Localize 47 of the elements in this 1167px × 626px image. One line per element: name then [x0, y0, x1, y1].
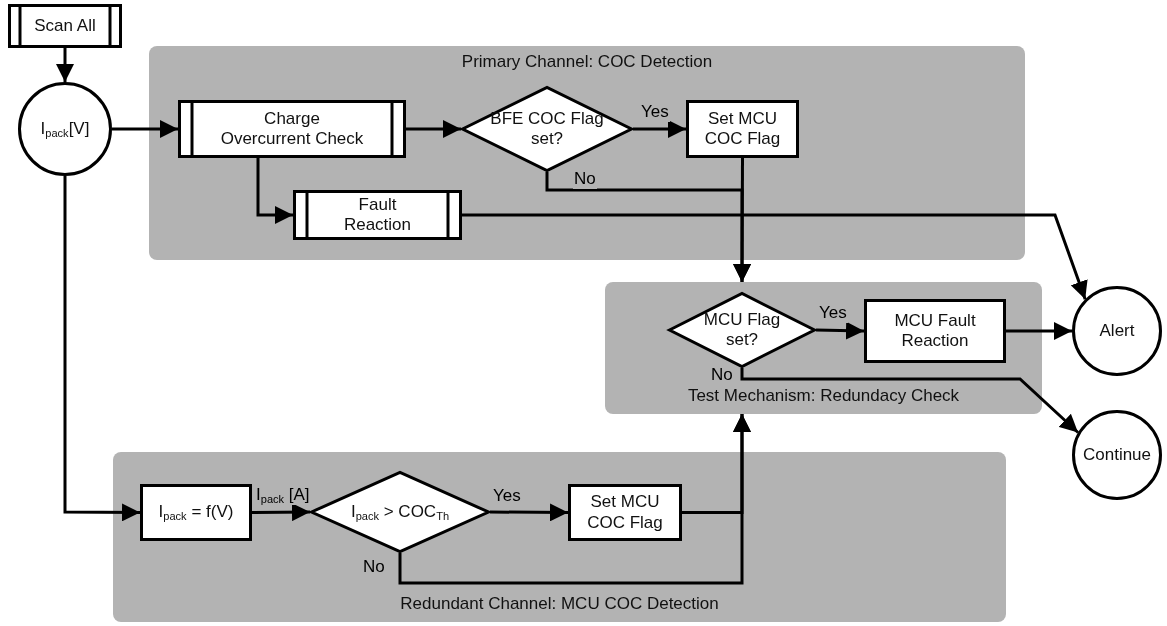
arrow: [256, 158, 293, 224]
node-label: Continue: [1082, 444, 1152, 466]
edge-label: Yes: [818, 304, 848, 323]
group-title: Test Mechanism: Redundacy Check: [686, 385, 961, 406]
group-panel: [149, 46, 1025, 260]
arrow: [490, 503, 568, 522]
node-label: I$_{pack}$ = f(V): [158, 502, 234, 523]
subprocess-box: [178, 100, 406, 158]
group-panel: [113, 452, 1006, 622]
arrow: [112, 120, 178, 138]
edge-label: No: [573, 170, 597, 189]
process-box: [140, 484, 252, 541]
node-label: Set MCU COC Flag: [586, 492, 664, 533]
arrow: [740, 368, 1080, 434]
node-label: Alert: [1099, 320, 1135, 342]
arrow: [1006, 322, 1072, 340]
process-box: [568, 484, 682, 541]
node-label: I$_{pack}$ > COC$_{Th}$: [350, 501, 450, 523]
arrow: [815, 321, 865, 340]
group-title: Primary Channel: COC Detection: [460, 52, 714, 73]
node-label: MCU Fault Reaction: [893, 310, 977, 352]
process-box: [686, 100, 799, 158]
node-label: Fault Reaction: [342, 194, 413, 236]
arrow: [63, 176, 140, 522]
arrow: [733, 158, 752, 282]
edge-label: I$_{pack}$ [A]: [255, 486, 311, 505]
arrow: [406, 120, 461, 138]
node-label: Scan All: [34, 15, 96, 37]
process-box: [864, 299, 1006, 363]
node-label: Set MCU COC Flag: [703, 108, 782, 150]
subprocess-box: [8, 4, 122, 48]
edge-label: Yes: [640, 103, 670, 122]
connector-circle: [18, 82, 112, 176]
decision-diamond: [310, 471, 490, 553]
node-label: BFE COC Flag set?: [489, 108, 605, 150]
arrow: [56, 48, 74, 82]
node-label: I$_{pack}$[V]: [40, 118, 90, 140]
node-label: Charge Overcurrent Check: [219, 108, 365, 150]
subprocess-box: [293, 190, 462, 240]
arrow: [462, 213, 1088, 300]
connector-circle: [1072, 286, 1162, 376]
arrow: [252, 503, 310, 522]
group-title: Redundant Channel: MCU COC Detection: [399, 593, 720, 614]
connector-circle: [1072, 410, 1162, 500]
arrow: [633, 120, 686, 138]
decision-diamond: [461, 86, 633, 172]
arrow: [398, 414, 751, 585]
